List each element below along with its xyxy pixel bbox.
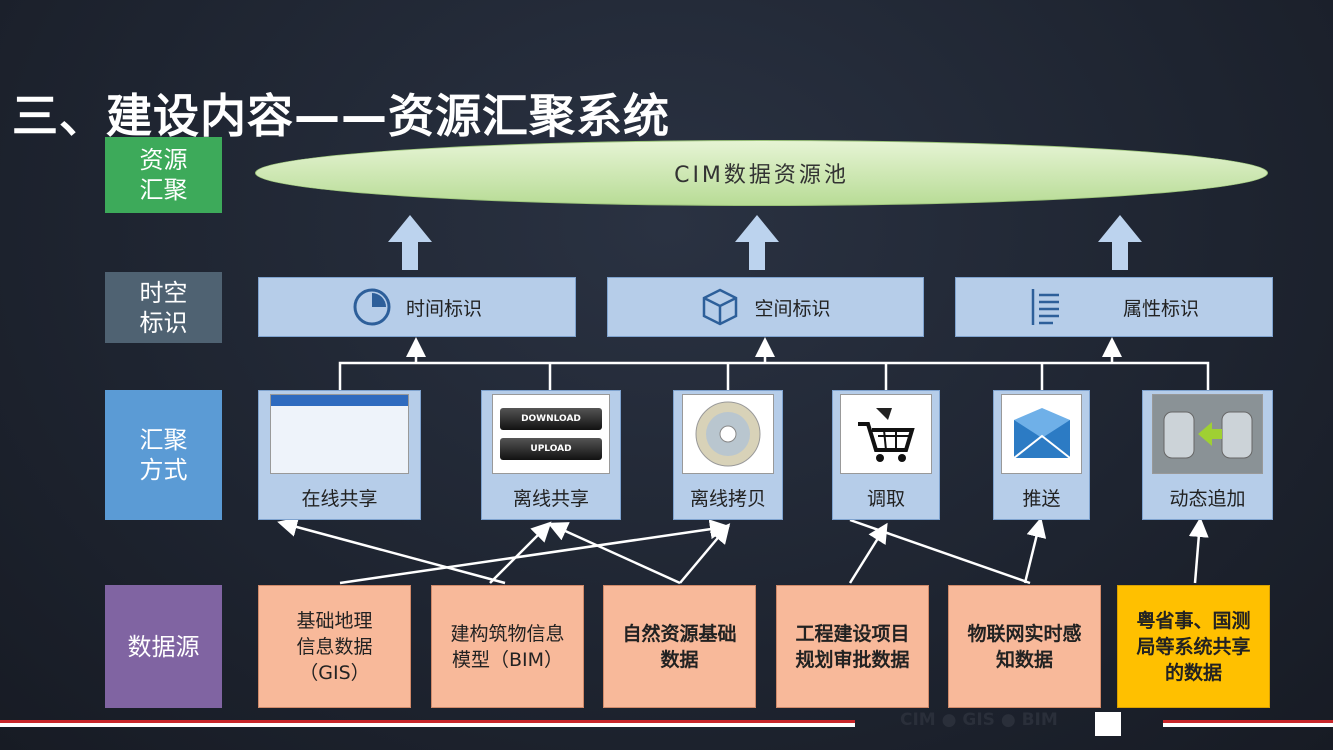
download-graphic: DOWNLOAD <box>499 408 603 430</box>
method-online-share: 在线共享 <box>258 390 421 520</box>
source-bim: 建构筑物信息 模型（BIM） <box>431 585 584 708</box>
method-label: 调取 <box>866 488 905 510</box>
method-dynamic-append: 动态追加 <box>1142 390 1273 520</box>
download-upload-image: DOWNLOAD UPLOAD <box>491 394 611 474</box>
method-label: 离线拷贝 <box>689 488 766 510</box>
method-label: 离线共享 <box>512 488 589 510</box>
mark-attribute: 属性标识 <box>955 277 1273 337</box>
pool-label: CIM数据资源池 <box>674 163 849 188</box>
page-title: 三、建设内容——资源汇聚系统 <box>12 89 670 143</box>
mark-label: 空间标识 <box>754 297 831 320</box>
row-label-method: 汇聚 方式 <box>105 390 222 520</box>
list-icon <box>1031 289 1059 325</box>
source-shared-systems: 粤省事、国测 局等系统共享 的数据 <box>1117 585 1270 708</box>
footer-square <box>1095 712 1121 736</box>
footer-text: CIM ● GIS ● BIM <box>900 710 1058 730</box>
mark-label: 时间标识 <box>405 297 482 320</box>
method-offline-share: DOWNLOAD UPLOAD 离线共享 <box>481 390 621 520</box>
up-arrow <box>388 215 432 270</box>
envelope-icon <box>1000 394 1083 474</box>
clock-icon <box>353 288 391 326</box>
disc-icon <box>681 394 775 474</box>
up-arrows <box>388 215 1142 270</box>
mark-time: 时间标识 <box>258 277 576 337</box>
source-construction-projects: 工程建设项目 规划审批数据 <box>776 585 929 708</box>
mark-label: 属性标识 <box>1122 297 1199 320</box>
method-retrieve: 调取 <box>832 390 940 520</box>
source-natural-resources: 自然资源基础 数据 <box>603 585 756 708</box>
up-arrow <box>735 215 779 270</box>
footer-line-right <box>1163 720 1333 727</box>
source-gis: 基础地理 信息数据 （GIS） <box>258 585 411 708</box>
upload-graphic: UPLOAD <box>499 438 603 460</box>
row-label-source: 数据源 <box>105 585 222 708</box>
row-label-pool: 资源 汇聚 <box>105 137 222 213</box>
source-iot: 物联网实时感 知数据 <box>948 585 1101 708</box>
method-label: 在线共享 <box>301 488 378 510</box>
method-push: 推送 <box>993 390 1090 520</box>
up-arrow <box>1098 215 1142 270</box>
cart-icon <box>840 394 932 474</box>
mark-space: 空间标识 <box>607 277 924 337</box>
method-label: 推送 <box>1022 488 1061 510</box>
cube-icon <box>703 288 738 326</box>
footer-line-left <box>0 720 855 727</box>
method-offline-copy: 离线拷贝 <box>673 390 783 520</box>
login-window-image <box>270 394 409 474</box>
row-label-mark: 时空 标识 <box>105 272 222 343</box>
database-sync-icon <box>1152 394 1263 474</box>
cim-resource-pool: CIM数据资源池 <box>255 140 1268 206</box>
method-label: 动态追加 <box>1169 488 1246 510</box>
